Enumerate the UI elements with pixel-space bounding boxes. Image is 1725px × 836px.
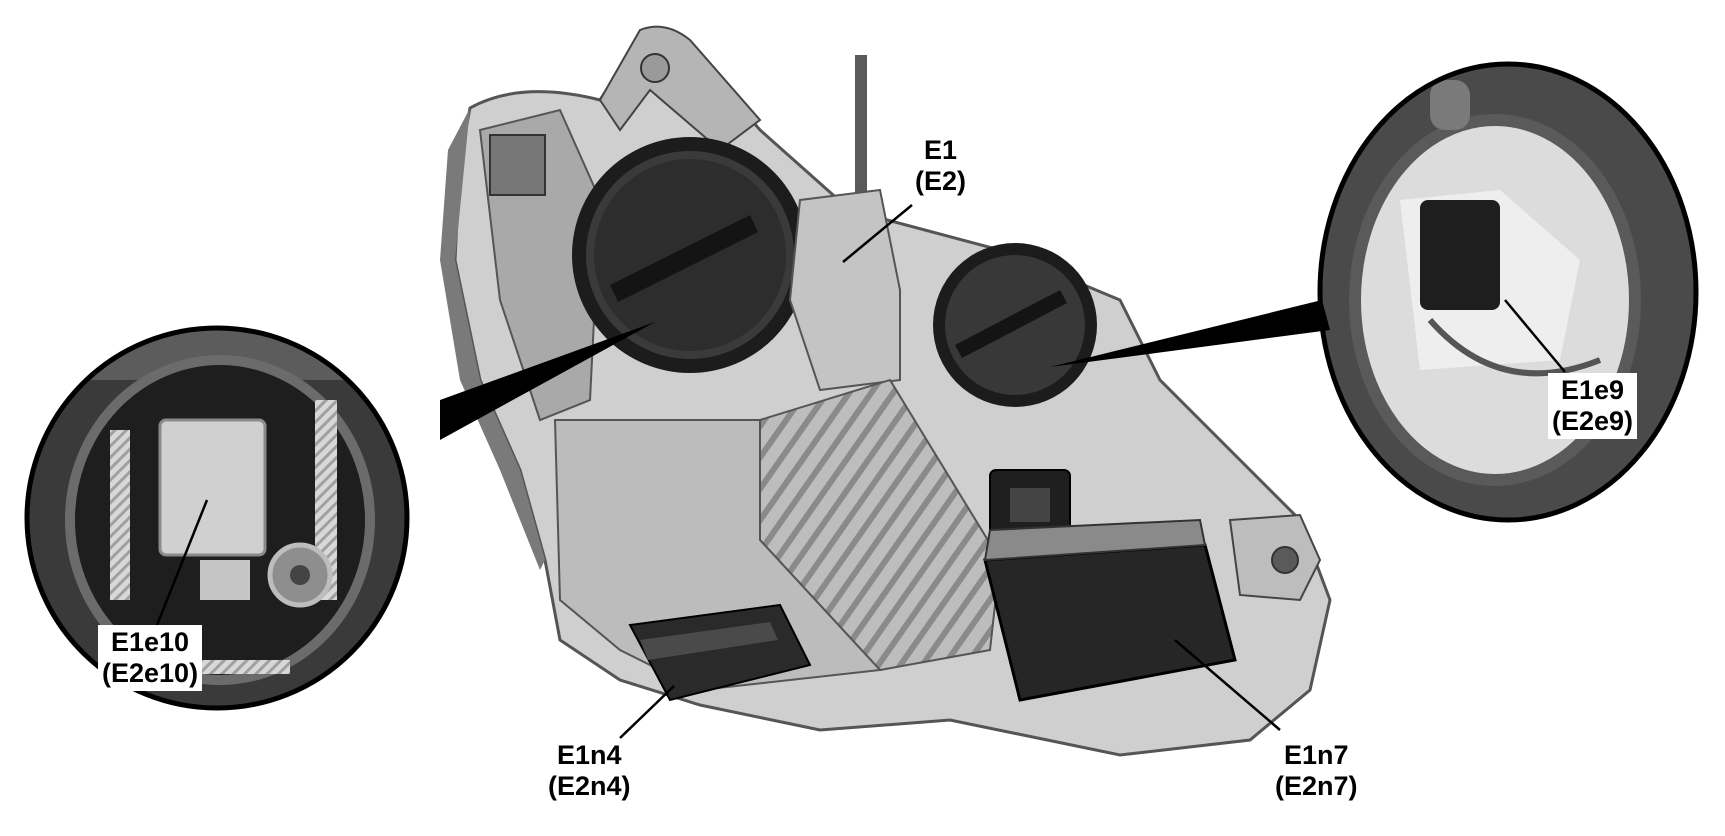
callout-e1n7-code: E1n7 (1283, 740, 1349, 770)
low-beam-cover (572, 137, 808, 373)
leader-e1e9 (1504, 299, 1566, 373)
callout-e1n4: E1n4 (E2n4) (548, 740, 631, 802)
adjust-rod (855, 55, 867, 225)
callout-e1e10-alt: (E2e10) (102, 658, 199, 688)
callout-e1e10: E1e10 (E2e10) (98, 625, 203, 691)
detail-circle-left (24, 325, 410, 711)
callout-e1n7-alt: (E2n7) (1275, 771, 1358, 801)
headlamp-housing (440, 25, 1332, 757)
control-unit-n4 (628, 603, 812, 702)
bulb-socket (1420, 200, 1500, 310)
callout-e1-code: E1 (923, 135, 958, 165)
callout-e1e9-alt: (E2e9) (1552, 406, 1634, 436)
leader-e1n4 (619, 685, 675, 739)
callout-e1e9-code: E1e9 (1560, 375, 1625, 405)
top-mount-bolt (640, 53, 670, 83)
callout-e1: E1 (E2) (915, 135, 966, 197)
detail-circle-right (1317, 61, 1699, 523)
leader-e1n7 (1174, 639, 1281, 731)
wedge-right (1050, 300, 1330, 367)
top-mount-bracket (598, 25, 762, 152)
callout-e1n7: E1n7 (E2n7) (1275, 740, 1358, 802)
callout-e1-alt: (E2) (915, 166, 967, 196)
right-mount-hole (1271, 546, 1299, 574)
callout-e1n4-alt: (E2n4) (548, 771, 631, 801)
wedge-left (440, 322, 655, 440)
lower-body (553, 419, 883, 692)
control-unit-n7 (983, 518, 1237, 702)
callout-e1n4-code: E1n4 (556, 740, 622, 770)
center-tower (788, 188, 901, 392)
callout-e1e9: E1e9 (E2e9) (1548, 373, 1638, 439)
leader-e1e10 (155, 499, 209, 626)
left-connector (489, 134, 546, 196)
high-beam-cover (933, 243, 1097, 407)
leader-e1 (842, 204, 913, 263)
housing-left-edge (440, 108, 545, 570)
ballast-module (158, 418, 267, 557)
callout-e1e10-code: E1e10 (110, 627, 190, 657)
